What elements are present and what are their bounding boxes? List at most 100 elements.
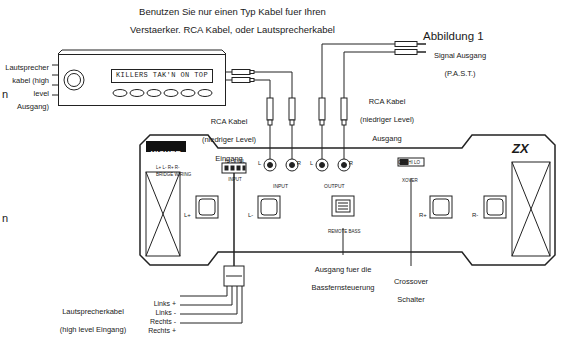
housing-outline: [140, 135, 555, 265]
label-holder: n: [2, 84, 12, 102]
speaker-terminal: [484, 196, 506, 218]
hi-level-connector: [180, 286, 242, 323]
label-holder: Lautsprecherkabel (high level Eingang): [58, 300, 128, 337]
callout-label: Ausgang fuer die Bassfernsteuerung: [312, 265, 375, 292]
figure-title: Abbildung 1: [423, 30, 484, 42]
hi-level-connector: [225, 166, 228, 170]
text-holder: R: [349, 151, 353, 169]
hi-level-connector: [222, 163, 246, 173]
wire-label: Rechts +: [148, 327, 176, 334]
rca-jack: [264, 159, 350, 171]
hi-level-connector: [243, 166, 245, 170]
text-holder: L: [258, 151, 261, 169]
crossover-switch: [398, 158, 424, 166]
rca-input-cable: [289, 98, 295, 120]
head-unit-detail: [164, 90, 178, 97]
label-holder: Signal Ausgang (P.A.S.T.): [432, 44, 488, 81]
rca-output-cable: [417, 44, 426, 52]
title-holder: Abbildung 1: [423, 26, 484, 44]
speaker-terminal: [258, 196, 280, 218]
rca-input-cable: [290, 120, 294, 125]
text-holder: ZX: [512, 139, 529, 157]
rca-input-cable: [232, 78, 250, 83]
cut-text: n: [2, 88, 8, 100]
text-holder: R: [297, 151, 301, 169]
label-holder: Ausgang fuer die Bassfernsteuerung: [309, 258, 377, 295]
rca-jack: [338, 159, 350, 171]
rca-input-cable: [268, 120, 272, 125]
head-unit-detail: [68, 74, 81, 87]
text-holder: KILLERS TAK'N ON TOP: [111, 63, 213, 83]
hi-level-connector: [226, 276, 242, 277]
head-unit-detail: [130, 90, 144, 97]
speaker-terminal: [196, 196, 218, 218]
rca-output-cable: [319, 98, 325, 120]
remote-bass-jack: [338, 203, 348, 209]
channel-label: L: [258, 160, 261, 166]
rca-jack: [342, 163, 347, 168]
callout-label: RCA Kabel (niedriger Level) Eingang: [202, 117, 256, 163]
speaker-terminal: [261, 199, 277, 215]
panel-label: OUTPUT: [324, 183, 345, 189]
callout-label: RCA Kabel (niedriger Level) Ausgang: [360, 97, 414, 143]
rca-output-cable: [395, 42, 417, 47]
text-holder: OFF HI LO: [398, 150, 420, 168]
rca-output-cable: [395, 50, 417, 55]
text-holder: REMOTE BASS: [328, 219, 361, 237]
panel-label: BRIDGE WIRING: [156, 172, 191, 177]
text-holder: R-: [472, 203, 478, 221]
text-holder: R+: [419, 203, 427, 221]
rca-output-cable: [342, 120, 346, 125]
rca-input-cable: [232, 70, 250, 75]
panel-label: REMOTE BASS: [328, 229, 361, 234]
callout-label: Crossover Schalter: [394, 277, 428, 304]
head-unit-detail: [147, 90, 161, 97]
hi-level-connector: [224, 266, 244, 286]
rca-input-cable: [270, 135, 271, 159]
rca-jack: [264, 159, 276, 171]
text-holder: OUTPUT: [324, 174, 345, 192]
rca-output-cable: [320, 120, 324, 125]
text-holder: BRIDGE WIRING: [156, 162, 191, 180]
label-holder: RCA Kabel (niedriger Level) Eingang: [196, 110, 262, 165]
head-unit-detail: [113, 90, 127, 97]
remote-bass-jack: [336, 200, 350, 212]
head-unit-detail: [52, 50, 226, 97]
label-holder: RCA Kabel (niedriger Level) Ausgang: [354, 90, 420, 145]
rca-jack: [290, 163, 295, 168]
rca-input-cable: [250, 71, 254, 74]
label-holder: Crossover Schalter: [389, 270, 433, 307]
heatsink-vent: [146, 162, 550, 256]
rca-input-cable: [267, 98, 273, 120]
callout-label: Lautsprecherkabel (high level Eingang): [60, 307, 126, 334]
text-holder: L-: [248, 203, 253, 221]
rca-input-cable: [250, 79, 254, 82]
rca-input-cable: [226, 72, 292, 159]
label-holder: Links +: [126, 292, 176, 310]
head-unit-detail: [198, 90, 212, 97]
wire-label: Rechts -: [150, 318, 176, 325]
remote-bass-jack: [332, 196, 354, 255]
cut-text: n: [2, 212, 8, 224]
text-holder: L: [310, 151, 313, 169]
note-text: Benutzen Sie nur einen Typ Kabel fuer Ih…: [130, 6, 335, 35]
terminal-label: R-: [472, 212, 478, 218]
panel-label: XOVER: [402, 178, 418, 183]
callout-label: Signal Ausgang (P.A.S.T.): [434, 51, 486, 78]
heatsink-vent: [512, 162, 550, 256]
rca-jack: [320, 163, 325, 168]
channel-label: L: [310, 160, 313, 166]
rca-jack: [286, 159, 298, 171]
head-unit-detail: [64, 70, 84, 90]
text-holder: XOVER: [402, 168, 418, 186]
hi-level-connector: [231, 166, 234, 170]
rca-cable: [226, 80, 270, 135]
display-text: KILLERS TAK'N ON TOP: [111, 69, 213, 83]
brand-logo: KICKER: [150, 149, 181, 158]
speaker-terminal: [430, 196, 452, 218]
head-unit: KILLERS TAK'N ON TOP: [58, 54, 226, 106]
terminal-label: L+: [184, 212, 191, 218]
switch-label: OFF HI LO: [398, 160, 420, 165]
